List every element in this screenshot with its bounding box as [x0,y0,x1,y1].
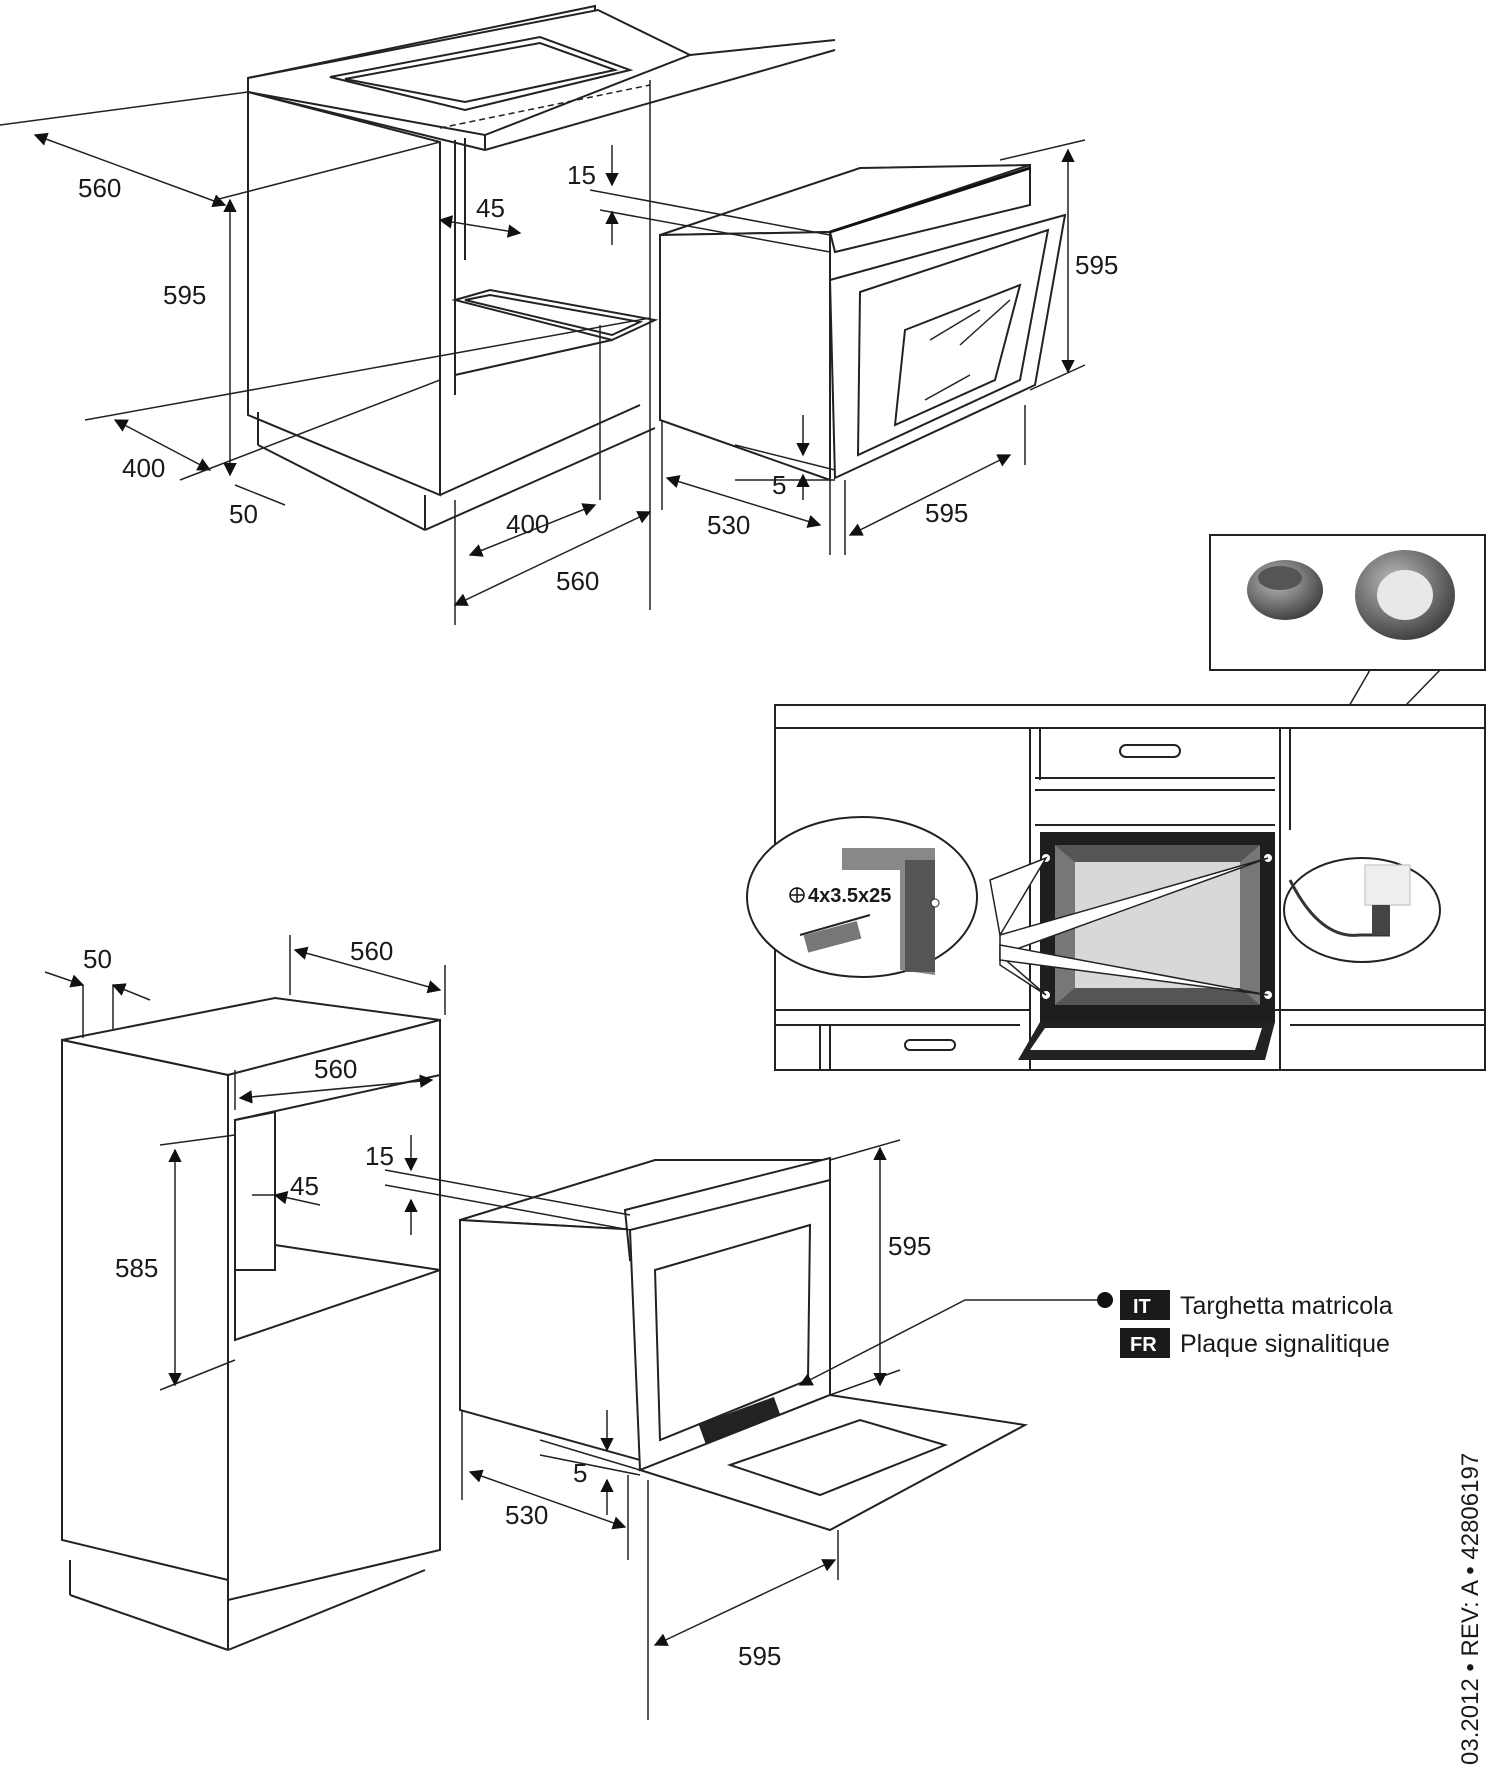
top-cabinet [247,4,836,531]
dim-15: 15 [365,1141,394,1171]
dim-50: 50 [83,944,112,974]
bottom-dimension-labels: 50 560 560 15 45 585 595 5 530 595 [83,936,931,1671]
dim-595-oven-height: 595 [1075,250,1118,280]
top-oven [659,163,1067,482]
dim-15: 15 [567,160,596,190]
dim-5: 5 [772,470,786,500]
dim-530: 530 [505,1500,548,1530]
dim-595-oven-width: 595 [925,498,968,528]
dim-400-bottom: 400 [506,509,549,539]
dim-50: 50 [229,499,258,529]
bottom-oven [459,1156,1029,1532]
dim-595-oven-width: 595 [738,1641,781,1671]
dim-560-depth: 560 [350,936,393,966]
bottom-cabinet [61,996,441,1651]
plug-photo-inset [1209,534,1486,836]
dim-560-width: 560 [314,1054,357,1084]
dim-400-left: 400 [122,453,165,483]
dim-45: 45 [290,1171,319,1201]
top-dimension-labels: 560 595 45 15 595 400 50 400 560 5 530 5… [78,160,1118,596]
dim-585: 585 [115,1253,158,1283]
lang-tag-fr: FR [1130,1334,1157,1356]
dim-595-height: 595 [163,280,206,310]
dim-5: 5 [573,1458,587,1488]
dim-45: 45 [476,193,505,223]
bottom-oven-dimensions [384,1135,1113,1720]
bottom-cabinet-dimensions [44,935,446,1391]
dim-595-oven-height: 595 [888,1231,931,1261]
dim-560-depth: 560 [78,173,121,203]
dim-530: 530 [707,510,750,540]
top-oven-dimensions [589,139,1086,555]
installation-detail [746,704,1486,1071]
screw-spec: 4x3.5x25 [808,885,891,907]
screw-spec-label: 4x3.5x25 [789,885,891,907]
legend-text-fr: Plaque signalitique [1180,1330,1390,1358]
rating-plate-legend: IT Targhetta matricola FR Plaque signali… [1120,1290,1393,1358]
lang-tag-it: IT [1133,1296,1151,1318]
top-dimensions [0,80,652,625]
legend-text-it: Targhetta matricola [1180,1292,1393,1320]
dim-560-width: 560 [556,566,599,596]
document-reference: 03.2012 • REV: A • 42806197 [1457,1453,1484,1765]
